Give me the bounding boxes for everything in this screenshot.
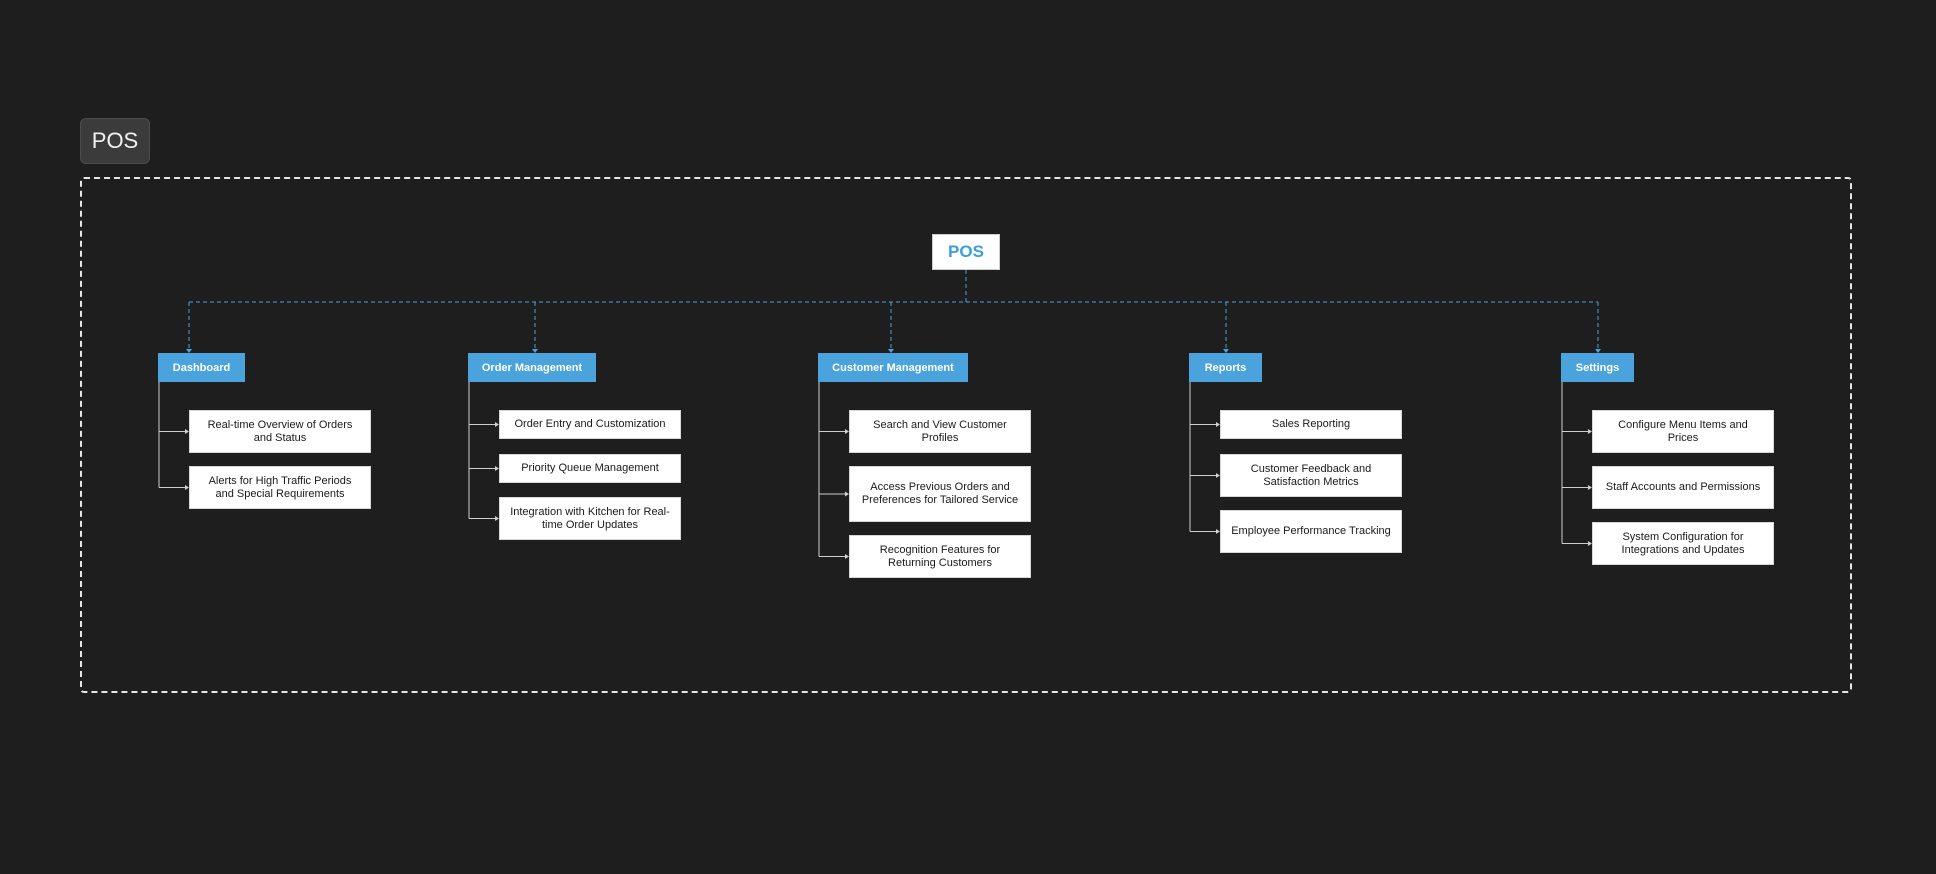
category-settings[interactable]: Settings: [1561, 353, 1634, 382]
item-branch-arrow: [185, 485, 189, 490]
category-drop-arrow: [1595, 349, 1601, 353]
item-order-management-2[interactable]: Priority Queue Management: [499, 454, 681, 483]
item-branch-arrow: [1216, 473, 1220, 478]
item-reports-3[interactable]: Employee Performance Tracking: [1220, 510, 1402, 553]
item-branch-arrow: [845, 554, 849, 559]
diagram-frame: [80, 177, 1852, 693]
item-branch-arrow: [1588, 541, 1592, 546]
category-customer-management[interactable]: Customer Management: [818, 353, 968, 382]
item-dashboard-1[interactable]: Real-time Overview of Orders and Status: [189, 410, 371, 453]
item-branch-arrow: [1588, 485, 1592, 490]
item-branch-arrow: [495, 516, 499, 521]
item-branch-arrow: [495, 422, 499, 427]
item-customer-management-1[interactable]: Search and View Customer Profiles: [849, 410, 1031, 453]
item-branch-arrow: [1588, 429, 1592, 434]
item-order-management-3[interactable]: Integration with Kitchen for Real-time O…: [499, 497, 681, 540]
item-settings-2[interactable]: Staff Accounts and Permissions: [1592, 466, 1774, 509]
item-branch-arrow: [1216, 422, 1220, 427]
category-drop-arrow: [532, 349, 538, 353]
category-drop-arrow: [186, 349, 192, 353]
item-branch-arrow: [495, 466, 499, 471]
category-reports[interactable]: Reports: [1189, 353, 1262, 382]
item-branch-arrow: [185, 429, 189, 434]
item-reports-2[interactable]: Customer Feedback and Satisfaction Metri…: [1220, 454, 1402, 497]
category-drop-arrow: [888, 349, 894, 353]
item-reports-1[interactable]: Sales Reporting: [1220, 410, 1402, 439]
category-drop-arrow: [1223, 349, 1229, 353]
item-branch-arrow: [845, 491, 849, 497]
root-node[interactable]: POS: [932, 234, 1000, 270]
item-settings-1[interactable]: Configure Menu Items and Prices: [1592, 410, 1774, 453]
item-customer-management-3[interactable]: Recognition Features for Returning Custo…: [849, 535, 1031, 578]
item-branch-arrow: [1216, 529, 1220, 534]
category-dashboard[interactable]: Dashboard: [158, 353, 245, 382]
item-order-management-1[interactable]: Order Entry and Customization: [499, 410, 681, 439]
item-settings-3[interactable]: System Configuration for Integrations an…: [1592, 522, 1774, 565]
item-branch-arrow: [845, 429, 849, 434]
item-customer-management-2[interactable]: Access Previous Orders and Preferences f…: [849, 466, 1031, 522]
item-dashboard-2[interactable]: Alerts for High Traffic Periods and Spec…: [189, 466, 371, 509]
diagram-title-badge[interactable]: POS: [80, 118, 150, 164]
category-order-management[interactable]: Order Management: [468, 353, 596, 382]
